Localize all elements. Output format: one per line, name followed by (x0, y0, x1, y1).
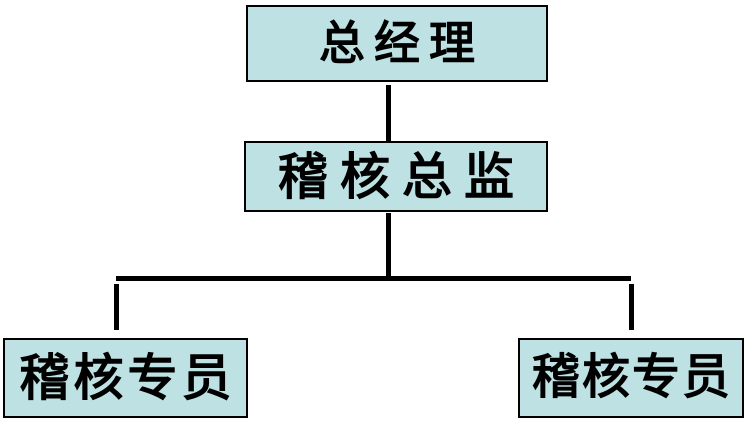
node-audit-director: 稽核总监 (244, 141, 548, 212)
connector-gm-to-director (386, 85, 391, 141)
node-audit-specialist-left: 稽核专员 (3, 338, 248, 418)
node-audit-specialist-right-label: 稽核专员 (531, 351, 732, 404)
connector-left-branch-drop (114, 284, 119, 330)
node-audit-specialist-right: 稽核专员 (518, 338, 744, 418)
connector-right-branch-drop (629, 284, 634, 330)
connector-director-drop (386, 213, 391, 276)
node-audit-specialist-left-label: 稽核专员 (19, 350, 236, 406)
node-general-manager: 总经理 (246, 5, 548, 82)
node-general-manager-label: 总经理 (319, 17, 484, 69)
connector-branch-horizontal (116, 276, 631, 281)
node-audit-director-label: 稽核总监 (278, 148, 526, 205)
